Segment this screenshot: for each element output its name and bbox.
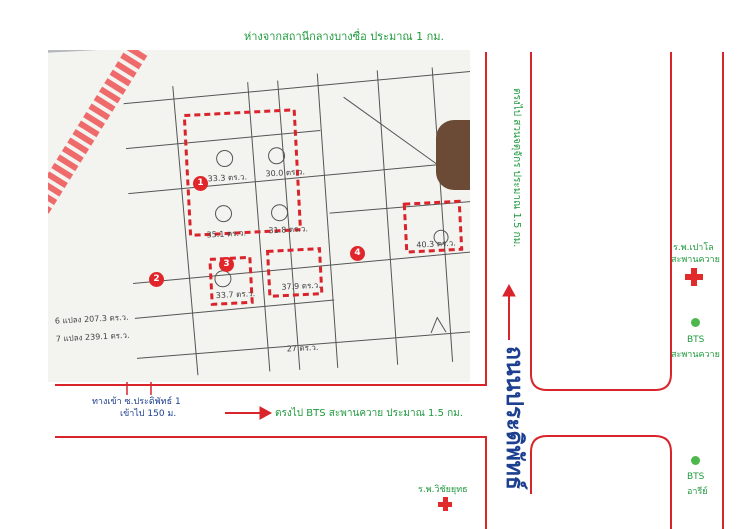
area-1d: 31.8 ตร.ว. xyxy=(268,224,309,236)
hospital-vichaiyut-icon xyxy=(438,497,452,511)
hospital-paolo-name: ร.พ.เปาโล xyxy=(673,243,714,253)
plot-marker-1[interactable]: 1 xyxy=(193,176,208,191)
entry-label-line1: ทางเข้า ซ.ประดิพัทธ์ 1 xyxy=(92,397,181,407)
bts-ari-line2: อารีย์ xyxy=(687,487,708,497)
area-4: 40.3 ตร.ว. xyxy=(416,238,457,250)
area-5: 27 ตร.ว. xyxy=(286,342,319,354)
plot-4-outline xyxy=(402,199,464,254)
area-1a: 33.3 ตร.ว. xyxy=(207,172,248,184)
right-road-label: ตรงไป สวนจตุจักร ประมาณ 1.5 กม. xyxy=(511,88,522,248)
hospital-vichaiyut-name: ร.พ.วิชัยยุทธ xyxy=(418,485,468,495)
plot-marker-3[interactable]: 3 xyxy=(219,257,234,272)
top-distance-label: ห่างจากสถานีกลางบางซื่อ ประมาณ 1 กม. xyxy=(244,30,445,43)
area-2: 33.7 ตร.ว. xyxy=(215,289,256,301)
plot-marker-2[interactable]: 2 xyxy=(149,272,164,287)
bts-saphan-khwai-line2: สะพานควาย xyxy=(671,350,720,360)
survey-map-photo: 6 แปลง 207.3 ตร.ว. 7 แปลง 239.1 ตร.ว. 33… xyxy=(48,50,470,382)
survey-paper: 6 แปลง 207.3 ตร.ว. 7 แปลง 239.1 ตร.ว. 33… xyxy=(48,50,470,382)
bts-ari-icon xyxy=(691,456,700,465)
striped-road-marker xyxy=(48,50,148,214)
bottom-direction-label: ตรงไป BTS สะพานควาย ประมาณ 1.5 กม. xyxy=(275,408,463,419)
survey-lines xyxy=(123,67,470,376)
plot-3-outline xyxy=(265,247,324,298)
thumb xyxy=(436,120,470,190)
main-road-left-edge xyxy=(55,52,487,386)
plot-marker-4[interactable]: 4 xyxy=(350,246,365,261)
bts-saphan-khwai-icon xyxy=(691,318,700,327)
main-road-right-edge-bottom xyxy=(530,435,672,529)
main-road-left-edge-lower xyxy=(55,436,487,529)
area-1c: 35.1 ตร.ว. xyxy=(206,228,247,240)
bts-ari-line1: BTS xyxy=(687,472,705,482)
plot-1-outline xyxy=(182,108,303,237)
hospital-paolo-icon xyxy=(685,268,703,286)
hospital-paolo-sub: สะพานควาย xyxy=(671,255,720,265)
main-road-name: ถนนประดิพัทธ์ xyxy=(501,346,527,490)
main-road-right-edge-top xyxy=(530,52,672,391)
entry-label-line2: เข้าไป 150 ม. xyxy=(120,409,177,419)
bts-saphan-khwai-line1: BTS xyxy=(687,335,705,345)
area-1b: 30.0 ตร.ว. xyxy=(265,167,306,179)
area-3: 37.9 ตร.ว. xyxy=(281,280,322,292)
